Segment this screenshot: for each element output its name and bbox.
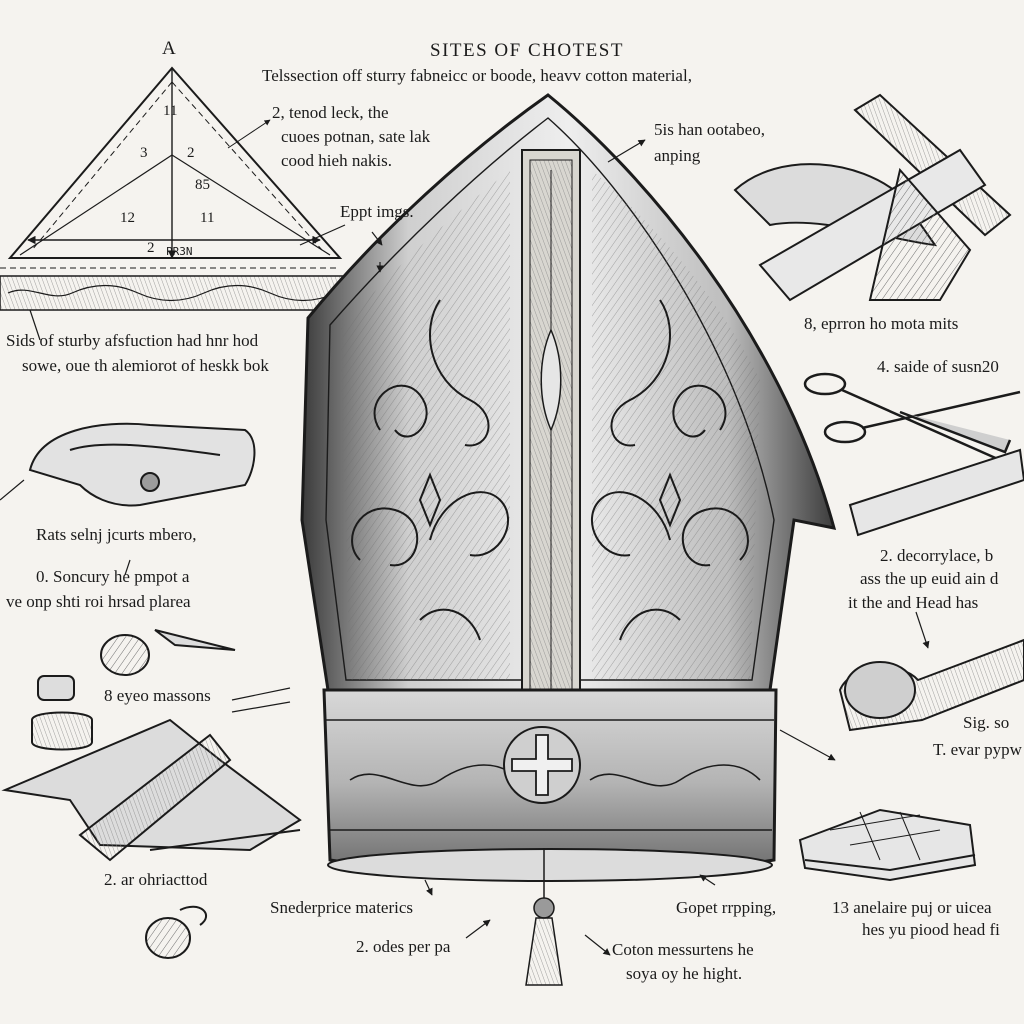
note-eprron: 8, eprron ho mota mits [804,314,959,333]
scissors [803,372,1021,462]
measuring-tape-right [838,448,1024,732]
triangle-pattern [0,66,346,311]
pointer-lines [0,139,930,956]
pattern-number: 11 [163,103,178,119]
note-anelaire-1: 13 anelaire puj or uicea [832,898,992,917]
note-tevar: T. evar pypw [933,740,1022,759]
pattern-number: 11 [200,210,215,226]
note-saide: 4. saide of susn20 [877,357,999,376]
note-eyeo: 8 eyeo massons [104,686,211,705]
note-odes: 2. odes per pa [356,937,451,956]
apex-label: A [162,38,178,59]
diagram-subtitle: Telssection off sturry fabneicc or boode… [262,66,692,85]
mitre-illustration [300,93,837,986]
note-sig: Sig. so [963,713,1010,732]
note-opet: Gopet rrpping, [676,898,777,917]
note-coton-1: Coton messurtens he [612,940,754,959]
ribbon-loop-left [28,422,256,507]
note-tenod-2: cuoes potnan, sate lak [281,127,431,146]
note-soncury-1: 0. Soncury he pmpot a [36,567,190,586]
note-anelaire-2: hes yu piood head fi [862,920,1000,939]
note-sids-2: sowe, oue th alemiorot of heskk bok [22,356,269,375]
note-decc-3: it the and Head has [848,593,979,612]
note-decc-1: 2. decorrylace, b [880,546,994,565]
note-sis-han-2: anping [654,146,701,165]
pattern-number: 2 [147,240,155,256]
pattern-number: 12 [120,210,135,226]
note-sids-1: Sids of sturby afsfuction had hnr hod [6,331,259,350]
pattern-base-tag: PR3N [166,245,193,258]
folded-ribbon [733,93,1012,302]
diagram-title: SITES OF CHOTEST [430,40,624,61]
note-soncury-2: ve onp shti roi hrsad plarea [6,592,191,611]
note-coton-2: soya oy he hight. [626,964,743,983]
sewing-tools [1,629,302,959]
fabric-stack [798,808,977,882]
pattern-number: 85 [195,177,210,193]
note-tenod-1: 2, tenod leck, the [272,103,389,122]
pattern-number: 2 [187,145,195,161]
note-ar: 2. ar ohriacttod [104,870,208,889]
note-tenod-3: cood hieh nakis. [281,151,392,170]
note-snederp: Snederprice materics [270,898,414,917]
note-decc-2: ass the up euid ain d [860,569,999,588]
note-eppt: Eppt imgs. [340,202,414,221]
note-sis-han-1: 5is han ootabeo, [654,120,765,139]
note-rats: Rats selnj jcurts mbero, [36,525,197,544]
pattern-number: 3 [140,145,148,161]
